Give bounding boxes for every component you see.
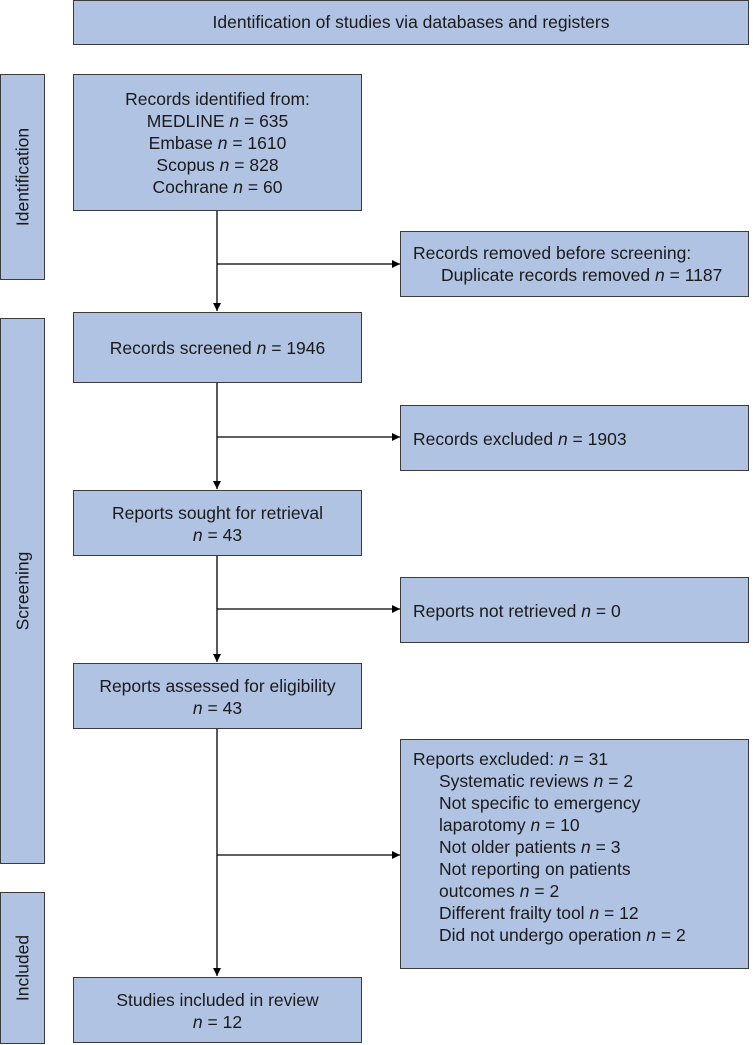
reason-not-specific-line1: Not specific to emergency	[439, 793, 641, 813]
source-embase: Embase n = 1610	[148, 133, 287, 153]
records-excluded-text: Records excluded n = 1903	[413, 429, 627, 449]
header-box: Identification of studies via databases …	[73, 0, 749, 45]
phase-screening-label: Screening	[12, 551, 32, 631]
reports-excluded-heading: Reports excluded: n = 31	[413, 749, 609, 769]
studies-included-box: Studies included in review n = 12	[73, 977, 362, 1043]
header-title: Identification of studies via databases …	[212, 12, 610, 32]
reports-not-retrieved-box: Reports not retrieved n = 0	[400, 577, 749, 643]
records-screened-box: Records screened n = 1946	[73, 312, 362, 383]
reports-assessed-label: Reports assessed for eligibility	[99, 676, 336, 696]
records-removed-box: Records removed before screening: Duplic…	[400, 231, 749, 297]
phase-included: Included	[0, 892, 45, 1044]
reports-sought-box: Reports sought for retrieval n = 43	[73, 490, 362, 556]
reason-not-reporting-line1: Not reporting on patients	[439, 859, 631, 879]
phase-included-label: Included	[12, 934, 32, 1002]
studies-included-label: Studies included in review	[116, 990, 319, 1010]
records-removed-heading: Records removed before screening:	[413, 243, 692, 263]
reports-sought-label: Reports sought for retrieval	[111, 503, 324, 523]
source-cochrane: Cochrane n = 60	[152, 177, 283, 197]
reason-different-frailty-tool: Different frailty tool n = 12	[439, 903, 639, 923]
duplicate-records-removed: Duplicate records removed n = 1187	[441, 265, 723, 285]
reports-excluded-box: Reports excluded: n = 31 Systematic revi…	[400, 739, 749, 969]
reports-not-retrieved-text: Reports not retrieved n = 0	[413, 601, 621, 621]
records-excluded-box: Records excluded n = 1903	[400, 405, 749, 471]
source-scopus: Scopus n = 828	[156, 155, 279, 175]
source-medline: MEDLINE n = 635	[146, 111, 289, 131]
phase-identification-label: Identification	[12, 127, 32, 227]
records-identified-box: Records identified from: MEDLINE n = 635…	[73, 74, 362, 211]
reason-not-specific-line2: laparotomy n = 10	[439, 815, 580, 835]
records-identified-heading: Records identified from:	[125, 89, 310, 109]
reports-assessed-box: Reports assessed for eligibility n = 43	[73, 663, 362, 729]
reports-sought-n: n = 43	[192, 525, 243, 545]
reason-systematic-reviews: Systematic reviews n = 2	[439, 771, 634, 791]
phase-screening: Screening	[0, 318, 45, 864]
reason-not-older-patients: Not older patients n = 3	[439, 837, 621, 857]
phase-identification: Identification	[0, 74, 45, 280]
reports-assessed-n: n = 43	[192, 698, 243, 718]
records-screened-text: Records screened n = 1946	[109, 338, 326, 358]
reason-not-reporting-line2: outcomes n = 2	[439, 881, 560, 901]
reason-did-not-undergo-operation: Did not undergo operation n = 2	[439, 925, 686, 945]
studies-included-n: n = 12	[192, 1012, 243, 1032]
